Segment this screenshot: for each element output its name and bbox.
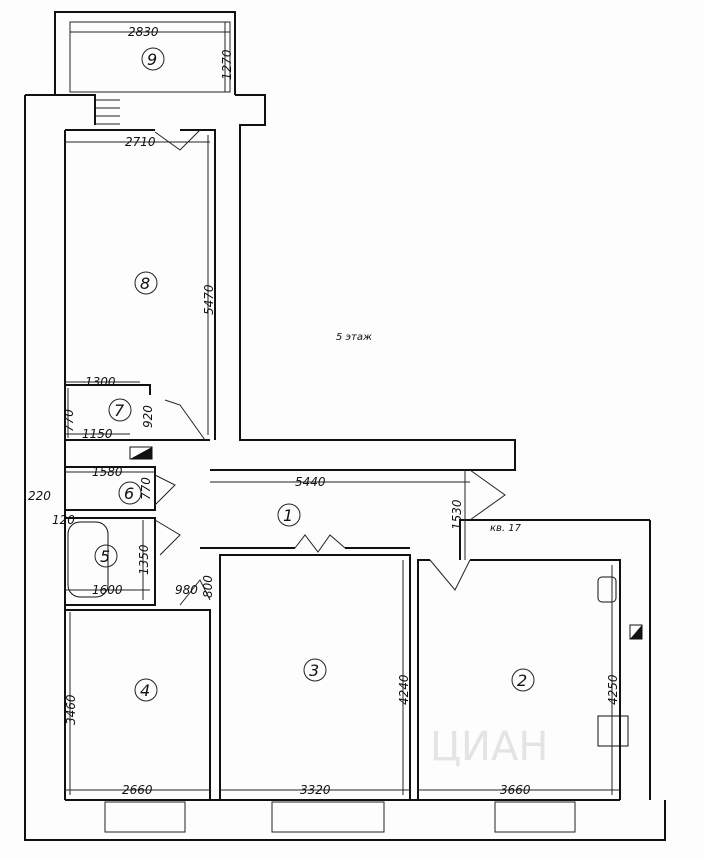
apartment-label: кв. 17 xyxy=(490,523,522,534)
dim-label: 800 xyxy=(201,575,215,598)
dim-label: 1300 xyxy=(85,375,116,389)
dim-label: 220 xyxy=(28,489,51,503)
doors xyxy=(154,129,506,606)
dim-label: 1600 xyxy=(92,583,123,597)
room-numbers: 9 8 7 6 5 4 3 2 1 xyxy=(94,47,535,702)
dim-label: 1270 xyxy=(220,49,234,80)
dim-label: 770 xyxy=(139,477,153,500)
room-number: 2 xyxy=(517,671,527,690)
room-number: 9 xyxy=(147,50,157,69)
dim-label: 1150 xyxy=(82,427,113,441)
dim-label: 920 xyxy=(141,405,155,428)
floor-label: 5 этаж xyxy=(336,332,372,343)
dim-label: 1580 xyxy=(92,465,123,479)
stove-icon xyxy=(597,715,629,747)
dim-label: 1350 xyxy=(137,544,151,575)
dimension-lines xyxy=(65,22,620,795)
dim-label: 4250 xyxy=(606,674,620,705)
dim-label: 3320 xyxy=(300,783,331,797)
dim-label: 3460 xyxy=(64,694,78,725)
dim-label: 5440 xyxy=(295,475,326,489)
watermark: ЦИАН xyxy=(430,724,548,770)
dim-label: 1530 xyxy=(450,499,464,530)
dimension-labels: 2830 1270 2710 5470 1300 770 1150 920 15… xyxy=(28,25,620,797)
dim-label: 2710 xyxy=(125,135,156,149)
dim-label: 2660 xyxy=(122,783,153,797)
sink-icon xyxy=(597,576,617,603)
walls xyxy=(24,11,666,841)
room-number: 6 xyxy=(124,484,134,503)
dim-label: 770 xyxy=(62,409,76,432)
dim-label: 4240 xyxy=(397,674,411,705)
room-number: 5 xyxy=(100,547,110,566)
room-number: 1 xyxy=(283,506,293,525)
room-number: 7 xyxy=(114,401,125,420)
bathtub-icon xyxy=(67,521,109,598)
dim-label: 2830 xyxy=(128,25,159,39)
dim-label: 980 xyxy=(175,583,198,597)
room-number: 8 xyxy=(140,274,150,293)
room-number: 4 xyxy=(140,681,150,700)
room-number: 3 xyxy=(309,661,319,680)
dim-label: 5470 xyxy=(202,284,216,315)
dim-label: 120 xyxy=(52,513,75,527)
dim-label: 3660 xyxy=(500,783,531,797)
